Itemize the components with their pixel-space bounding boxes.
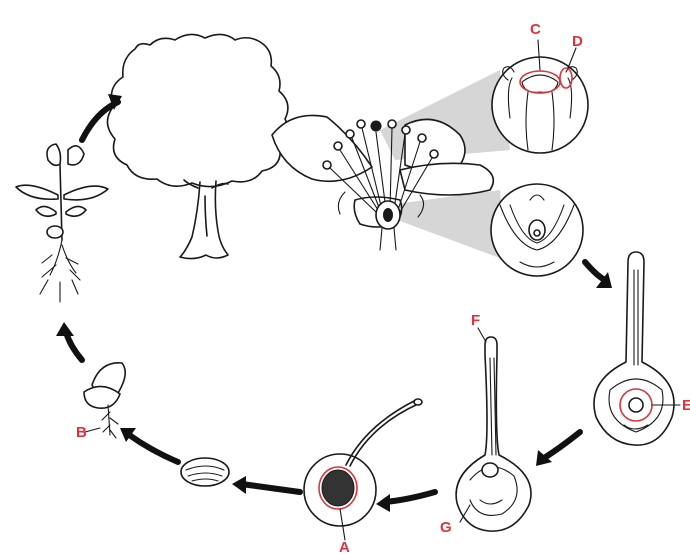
seedling-icon: [16, 144, 108, 302]
label-f: F: [471, 312, 480, 329]
label-c: C: [530, 21, 541, 38]
label-d: D: [572, 33, 583, 50]
developing-ovule-icon: [456, 328, 531, 531]
label-a: A: [339, 539, 350, 554]
ovary-closeup-icon: [491, 184, 583, 276]
label-b: B: [76, 424, 87, 441]
pistil-closeup-icon: [492, 40, 588, 153]
seed-icon: [181, 458, 229, 486]
tree-icon: [107, 34, 289, 258]
germinating-seed-icon: [84, 363, 125, 438]
zoom-wedge-lower: [388, 190, 505, 260]
fruit-icon: [304, 399, 422, 540]
label-g: G: [440, 519, 452, 536]
label-e: E: [682, 397, 690, 414]
